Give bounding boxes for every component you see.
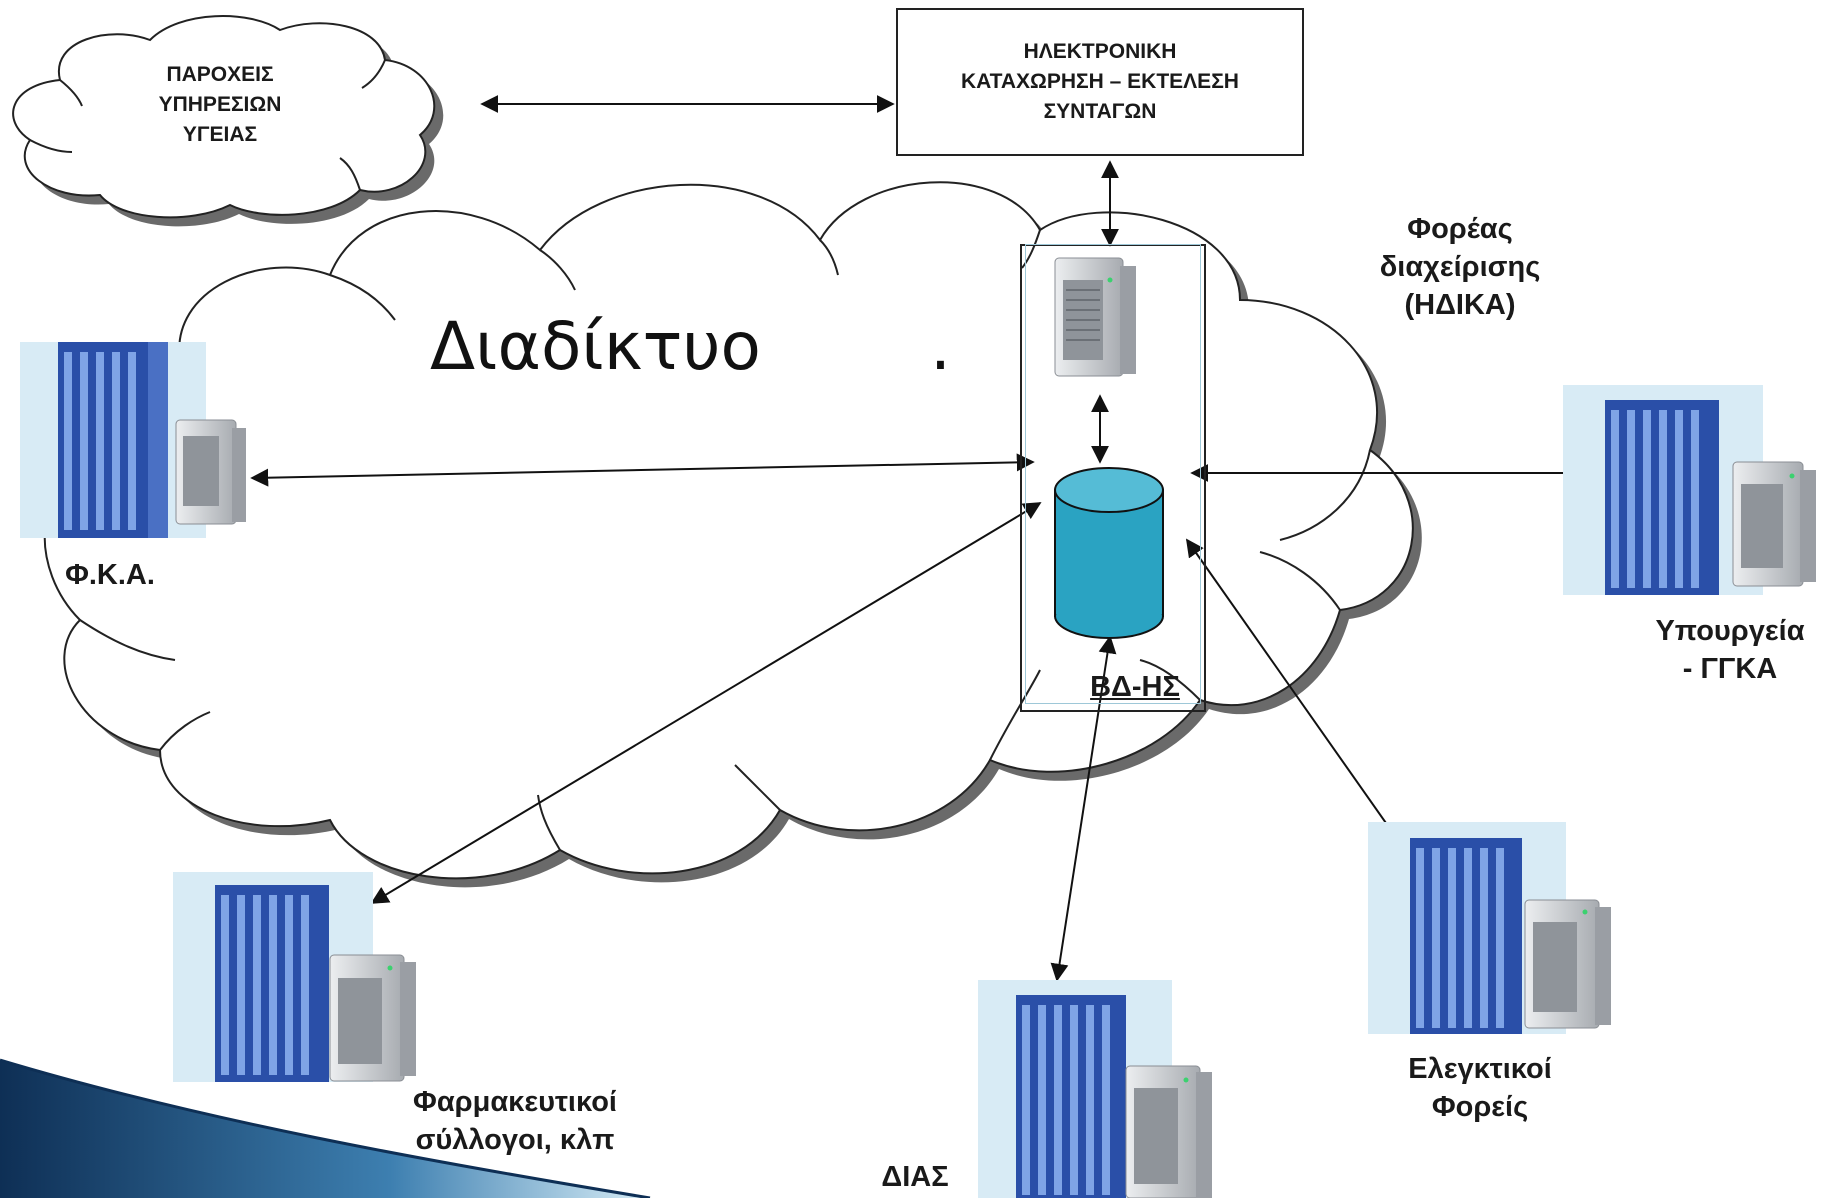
internet-dot: .: [930, 308, 951, 385]
dias-server-icon: [1125, 1065, 1212, 1198]
fka-server-icon: [175, 419, 246, 525]
database-frame-inner: [1025, 244, 1201, 704]
audit-server-icon: [1524, 899, 1611, 1029]
audit-label: Ελεγκτικοί Φορείς: [1408, 1053, 1552, 1123]
database-cylinder-icon: [1054, 467, 1164, 639]
eprescription-box: ΗΛΕΚΤΡΟΝΙΚΗ ΚΑΤΑΧΩΡΗΣΗ – ΕΚΤΕΛΕΣΗ ΣΥΝΤΑΓ…: [896, 8, 1304, 156]
pharma-label: Φαρμακευτικοί σύλλογοι, κλπ: [413, 1086, 617, 1156]
operator-label: Φορέας διαχείρισης (ΗΔΙΚΑ): [1379, 213, 1541, 321]
ministry-server-icon: [1732, 461, 1816, 587]
providers-cloud: [12, 15, 444, 227]
ministry-building-icon: [1563, 385, 1763, 595]
connections: [250, 95, 1610, 982]
fka-building-icon: [20, 342, 206, 538]
fka-label: Φ.Κ.Α.: [65, 559, 155, 591]
arrow-dias-db: [1050, 635, 1117, 982]
ministry-label: Υπουργεία - ΓΓΚΑ: [1655, 615, 1805, 685]
providers-label: ΠΑΡΟΧΕΙΣ ΥΠΗΡΕΣΙΩΝ ΥΓΕΙΑΣ: [158, 63, 282, 146]
dias-label: ΔΙΑΣ: [881, 1161, 949, 1193]
arrow-fka-db: [250, 453, 1035, 487]
database-frame: [1020, 244, 1206, 712]
database-label: ΒΔ-ΗΣ: [1090, 671, 1180, 703]
internet-cloud: [43, 181, 1422, 888]
central-server: [1054, 257, 1136, 377]
pharma-server-icon: [329, 954, 416, 1082]
arrow-audit-db: [1185, 538, 1402, 845]
internet-label: Διαδίκτυο: [430, 308, 761, 385]
eprescription-label: ΗΛΕΚΤΡΟΝΙΚΗ ΚΑΤΑΧΩΡΗΣΗ – ΕΚΤΕΛΕΣΗ ΣΥΝΤΑΓ…: [961, 40, 1239, 123]
slide-accent-shape: [0, 1058, 651, 1198]
arrow-pharma-db: [370, 502, 1042, 904]
